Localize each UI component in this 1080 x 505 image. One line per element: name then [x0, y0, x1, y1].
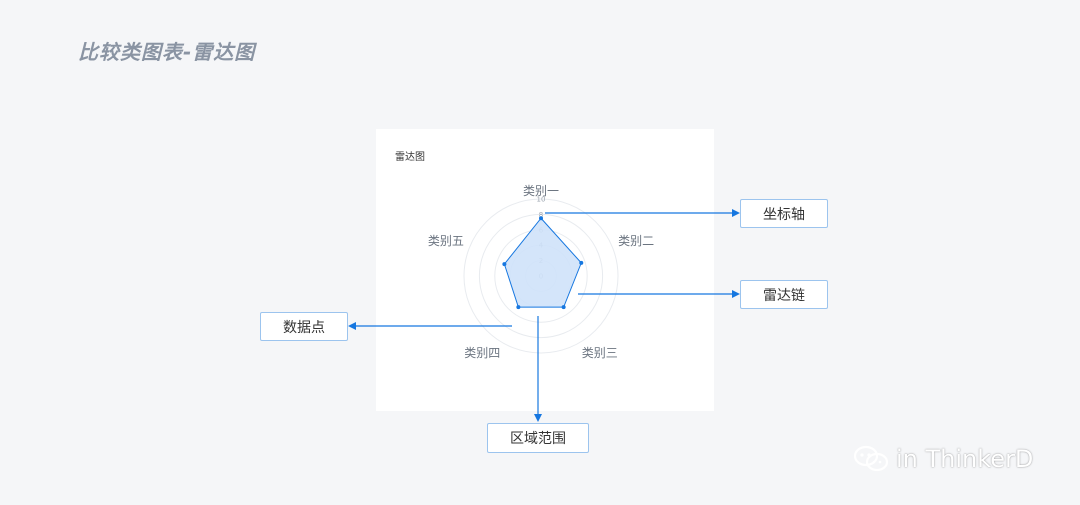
tick-label: 8 [539, 211, 543, 219]
axis-callout: 坐标轴 [740, 199, 828, 228]
data-point [502, 262, 507, 267]
category-label: 类别五 [428, 234, 464, 248]
chart-title: 雷达图 [395, 152, 425, 163]
page-title: 比较类图表-雷达图 [78, 40, 256, 64]
radar-area [503, 217, 582, 308]
area-range-callout: 区域范围 [487, 423, 589, 453]
category-label: 类别四 [464, 346, 500, 360]
watermark: in ThinkerD [852, 444, 1033, 474]
radar-series [502, 216, 584, 310]
data-point-callout: 数据点 [260, 312, 348, 341]
category-label: 类别二 [618, 234, 654, 248]
data-point [579, 260, 584, 265]
data-point [516, 305, 521, 310]
grid-ring [463, 198, 619, 354]
data-point [561, 305, 566, 310]
tick-label: 10 [537, 196, 546, 204]
radar-chain-callout: 雷达链 [740, 280, 828, 309]
grid-ring [478, 213, 604, 339]
chat-bubbles-icon [852, 444, 892, 474]
category-label: 类别三 [582, 346, 618, 360]
annotation-arrows [348, 209, 740, 422]
category-label: 类别一 [523, 184, 559, 198]
data-point [539, 216, 543, 221]
watermark-text: in ThinkerD [896, 445, 1034, 473]
